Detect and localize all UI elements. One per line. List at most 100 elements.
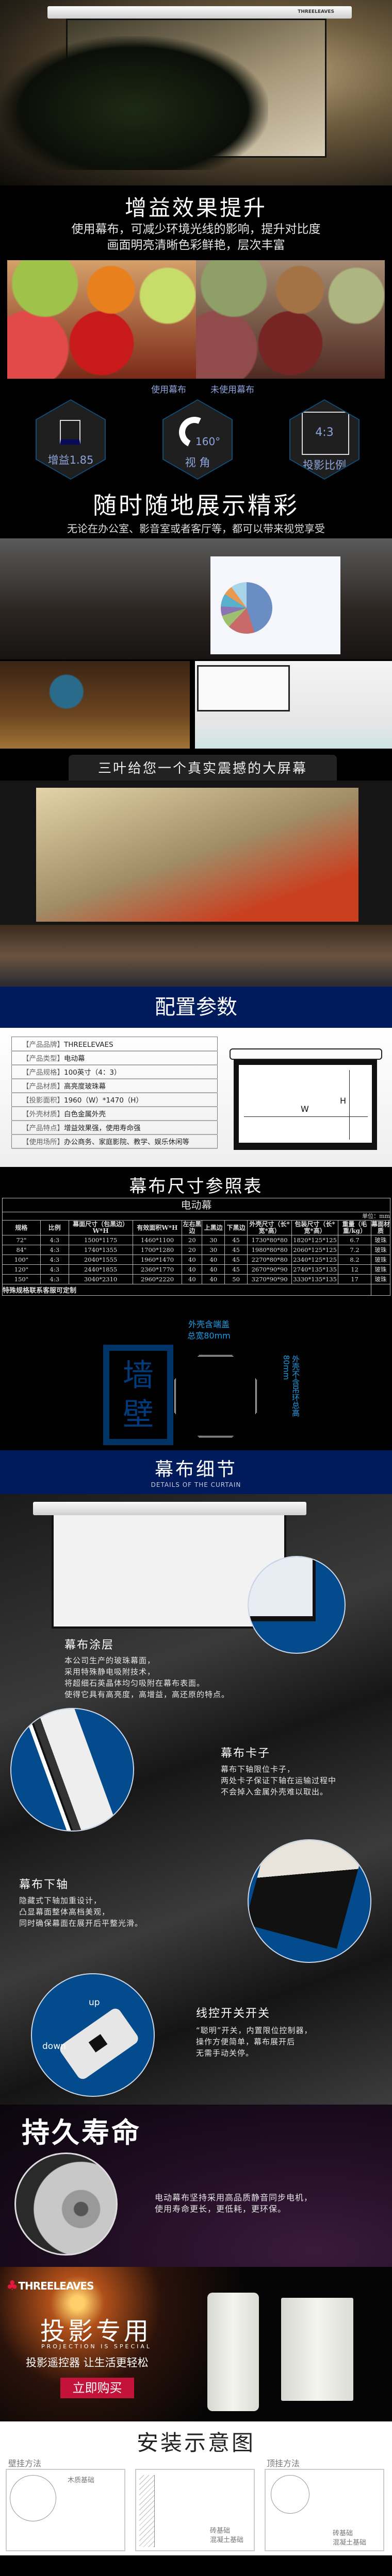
- buy-now-button[interactable]: 立即购买: [60, 2378, 134, 2398]
- text-line: 凸显幕面整体高档美观，: [19, 1907, 110, 1917]
- aspect-ratio-icon: [302, 412, 349, 455]
- size-table-header: 下黑边: [224, 1220, 248, 1235]
- size-table-header: 幕面材质: [371, 1220, 390, 1235]
- size-table-header: 重量（毛重/kg）: [338, 1220, 371, 1235]
- config-value: 高亮度玻珠幕: [64, 1082, 106, 1091]
- config-row: 【投影面积】1960（W）*1470（H）: [11, 1092, 218, 1107]
- wall-mount-label: 壁挂方法: [8, 2459, 42, 2468]
- text-line: 本公司生产的玻珠幕面，: [64, 1656, 156, 1665]
- size-table-cell: 72": [2, 1235, 41, 1245]
- config-row: 【产品类型】电动幕: [11, 1050, 218, 1065]
- size-table-cell: 玻珠: [371, 1274, 390, 1284]
- size-table-cell: 玻珠: [371, 1245, 390, 1255]
- config-key: 【投影面积】: [22, 1096, 64, 1105]
- size-table-cell: 3330*135*135: [291, 1274, 339, 1284]
- panel-label-line: 混凝土基础: [333, 2539, 367, 2547]
- install-title: 安装示意图: [136, 2430, 255, 2455]
- panel-label: 砖基础混凝土基础: [210, 2527, 243, 2545]
- housing-octagon: [174, 1355, 257, 1437]
- panel-label: 砖基础混凝土基础: [333, 2529, 366, 2548]
- size-table-header: 上黑边: [202, 1220, 225, 1235]
- size-table-caption: 电动幕: [2, 1198, 390, 1212]
- details-subtitle: DETAILS OF THE CURTAIN: [151, 1481, 241, 1488]
- wall-label: 墙壁: [123, 1358, 154, 1433]
- config-cell: 【产品材质】高亮度玻珠幕: [11, 1078, 218, 1093]
- config-cell: 【产品特点】增益效果强，使用寿命强: [11, 1120, 218, 1135]
- config-row: 【使用场所】办公商务、家庭影院、教学、娱乐休闲等: [11, 1134, 218, 1149]
- size-table-header: 左右黑边: [182, 1220, 203, 1235]
- config-value: 增益效果强，使用寿命强: [64, 1124, 141, 1132]
- bigscreen-title-tab: 三叶给您一个真实震撼的大屏幕: [69, 755, 337, 784]
- size-table-cell: 45: [224, 1264, 248, 1275]
- size-table-cell: 30: [202, 1245, 225, 1255]
- size-table-cell: 1700*1280: [132, 1245, 183, 1255]
- home-theater-image: [0, 661, 190, 749]
- width-label: W: [301, 1104, 309, 1114]
- width-note-line: 总宽80mm: [187, 1331, 231, 1341]
- size-table-cell: 3040*2310: [68, 1274, 133, 1284]
- feature-view-angle: 160° 视 角: [162, 399, 233, 480]
- scene-title: 随时随地展示精彩: [93, 492, 299, 519]
- switch-title: 线控开关开关: [196, 2007, 271, 2020]
- down-label: down: [42, 2041, 66, 2052]
- promo-subtitle: PROJECTION IS SPECIAL: [41, 2343, 152, 2350]
- config-band: 配置参数: [0, 987, 392, 1028]
- config-cell: 【产品规格】100英寸（4：3）: [11, 1064, 218, 1079]
- config-value: 办公商务、家庭影院、教学、娱乐休闲等: [64, 1138, 189, 1146]
- casing-logo: THREELEAVES: [298, 9, 334, 14]
- text-line: 使得它具有高亮度，高增益，高还原的特点。: [64, 1690, 230, 1699]
- text-line: 同时确保幕面在展开后平整光滑。: [19, 1919, 143, 1928]
- size-table-cell: 4:3: [40, 1245, 69, 1255]
- panel-label-line: 砖基础: [210, 2527, 231, 2535]
- size-table-unit: 单位：mm: [2, 1212, 390, 1221]
- size-table-cell: 7.2: [338, 1245, 371, 1255]
- size-table-cell: 20: [182, 1235, 203, 1245]
- size-table-header: 外壳尺寸（长*宽*高）: [247, 1220, 292, 1235]
- text-line: “聪明”开关，内置限位控制器，: [196, 2026, 313, 2035]
- panel-label-line: 混凝土基础: [210, 2536, 244, 2544]
- scene-subtitle: 无论在办公室、影音室或者客厅等，都可以带来视觉享受: [67, 522, 325, 535]
- text-line: 采用特殊静电吸附技术，: [64, 1667, 156, 1676]
- config-row: 【产品特点】增益效果强，使用寿命强: [11, 1120, 218, 1135]
- size-table-cell: 45: [224, 1245, 248, 1255]
- life-text: 电动幕布坚持采用高品质静音同步电机， 使用寿命更长，更低耗，更环保。: [155, 2192, 313, 2215]
- size-table-cell: 2740*135*135: [291, 1264, 339, 1275]
- wired-switch[interactable]: [57, 2006, 141, 2081]
- size-table-cell: 40: [182, 1274, 203, 1284]
- size-table-cell: 40: [182, 1255, 203, 1265]
- screen-casing: THREELEAVES: [47, 6, 352, 19]
- text-line: 电动幕布坚持采用高品质静音同步电机，: [155, 2193, 313, 2202]
- view-angle-value: 160°: [195, 435, 221, 448]
- config-cell: 【产品品牌】THREELEVAES: [11, 1037, 218, 1052]
- receiver-box: [281, 2298, 353, 2401]
- size-table-cell: 40: [202, 1274, 225, 1284]
- living-room-image: [195, 661, 392, 749]
- hero-rally-car-image: THREELEAVES: [0, 0, 392, 185]
- config-row: 【产品材质】高亮度玻珠幕: [11, 1078, 218, 1093]
- rocker-switch-icon[interactable]: [88, 2034, 108, 2053]
- promo-title: 投影专用: [40, 2317, 152, 2346]
- width-arrow: [244, 1116, 368, 1117]
- config-key: 【产品材质】: [22, 1082, 64, 1091]
- switch-text: “聪明”开关，内置限位控制器， 操作方便简单，幕布展开后 无需手动关停。: [196, 2025, 313, 2059]
- feature-gain: 增益1.85: [36, 399, 106, 480]
- three-leaves-icon: ♣: [6, 2278, 19, 2294]
- meeting-room-screen: [210, 556, 340, 654]
- size-table-cell: 玻珠: [371, 1255, 390, 1265]
- size-table-cell: 30: [202, 1235, 225, 1245]
- install-panel-wood: 木质基础: [6, 2469, 125, 2551]
- size-table-cell: 17: [338, 1274, 371, 1284]
- bottom-bar-zoom-circle: [248, 1839, 371, 1963]
- size-table-cell: 1960*1470: [132, 1255, 183, 1265]
- size-table-cell: 120": [2, 1264, 41, 1275]
- size-table-cell: 84": [2, 1245, 41, 1255]
- brand-name: THREELEAVES: [18, 2280, 94, 2292]
- size-table-cell: 1980*80*80: [247, 1245, 292, 1255]
- config-key: 【使用场所】: [22, 1138, 64, 1146]
- bottom-bar-title: 幕布下轴: [19, 1878, 69, 1891]
